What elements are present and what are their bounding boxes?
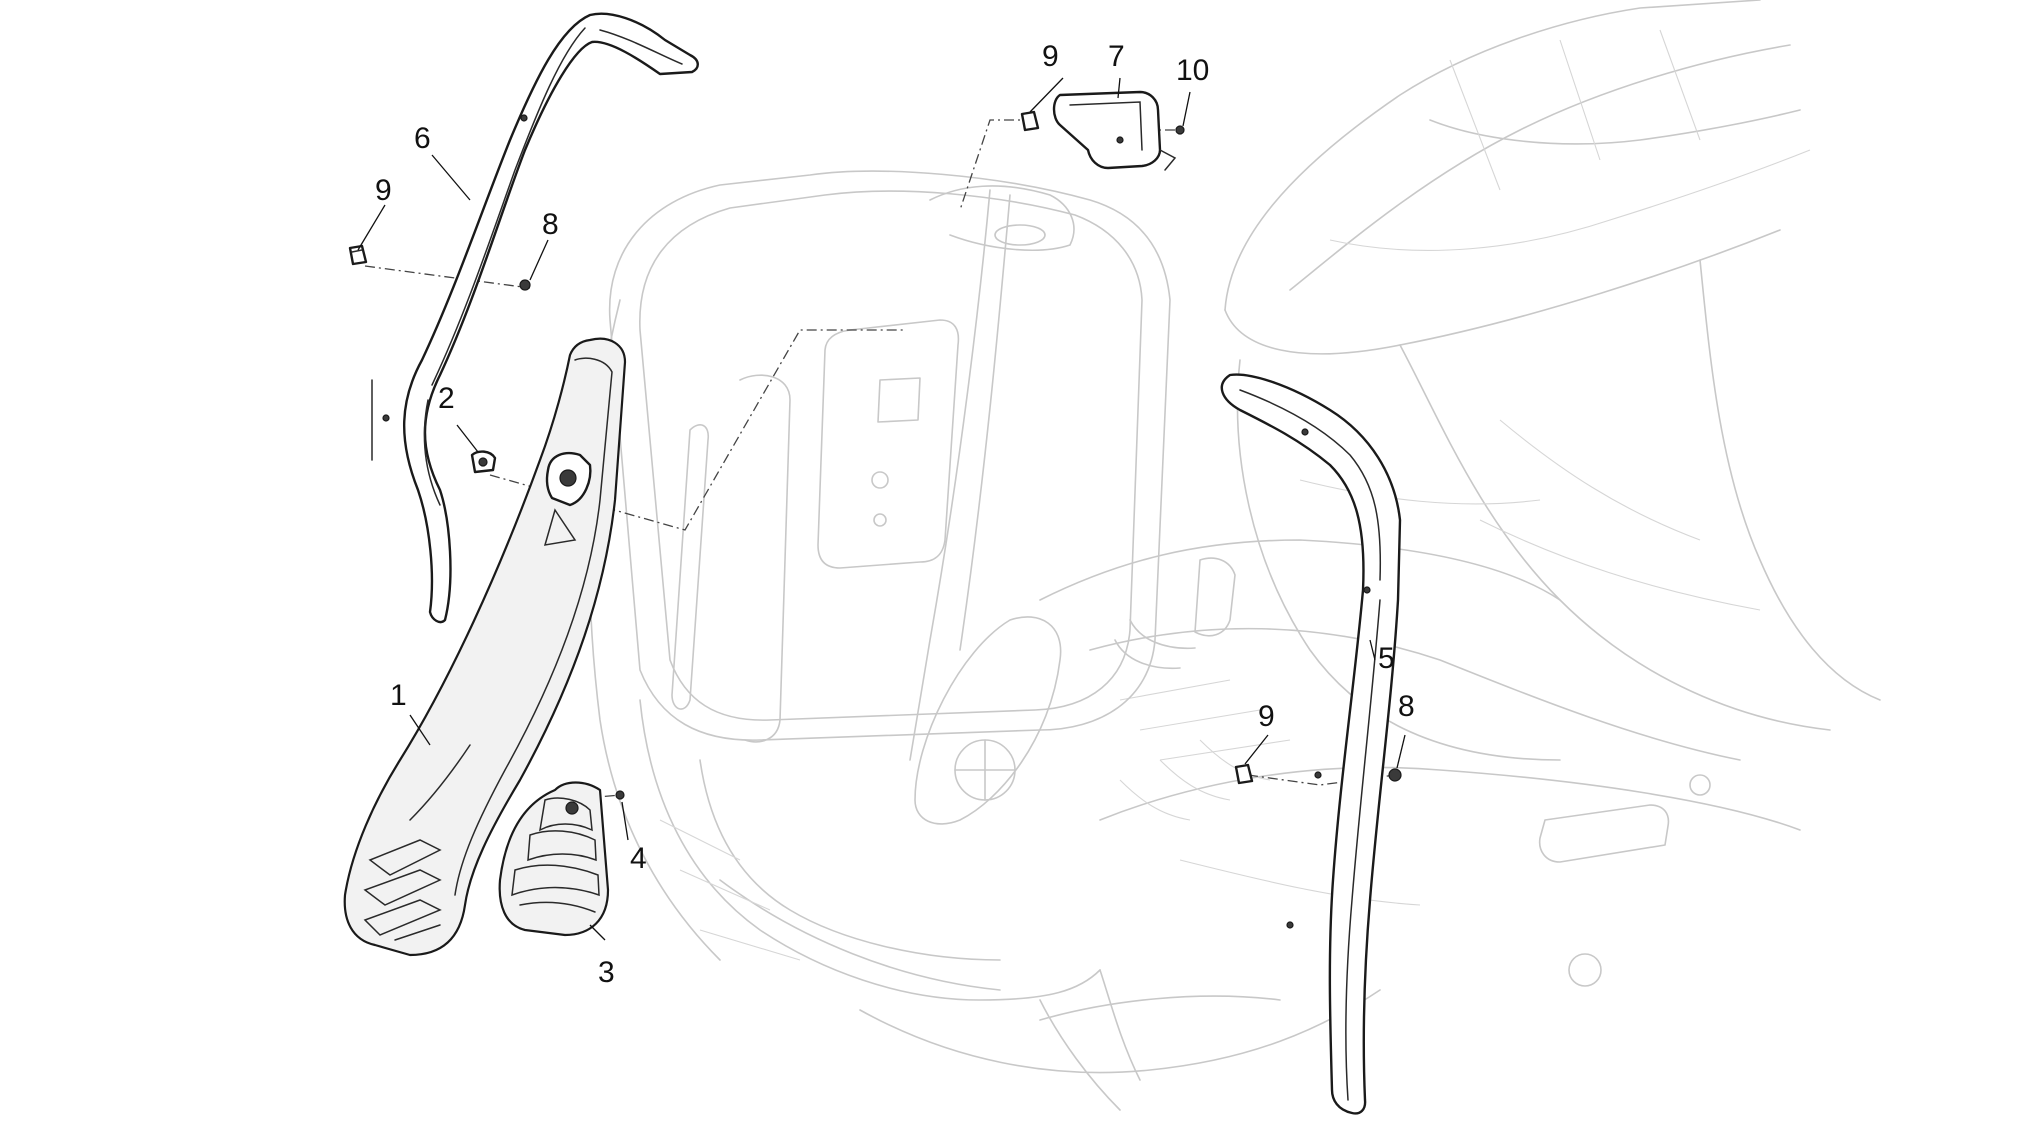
callout-10: 10 xyxy=(1176,54,1209,87)
part-6-upper-trim xyxy=(371,12,699,624)
part-5-right-trim xyxy=(1220,373,1402,1115)
callout-9-left: 9 xyxy=(375,174,392,207)
callout-leaders xyxy=(357,77,1406,941)
callout-7: 7 xyxy=(1108,40,1125,73)
callout-9-right: 9 xyxy=(1258,700,1275,733)
callout-8-right: 8 xyxy=(1398,690,1415,723)
callout-5: 5 xyxy=(1378,642,1395,675)
part-3-grille xyxy=(498,781,610,937)
callout-9-top: 9 xyxy=(1042,40,1059,73)
callout-1: 1 xyxy=(390,679,407,712)
callout-6: 6 xyxy=(414,122,431,155)
part-7-bracket xyxy=(1052,90,1177,171)
callout-2: 2 xyxy=(438,382,455,415)
callout-3: 3 xyxy=(598,956,615,989)
scooter-body-outline xyxy=(588,0,1881,1111)
callout-4: 4 xyxy=(630,842,647,875)
part-1-front-trim xyxy=(343,337,627,957)
hardware-parts xyxy=(348,110,1402,800)
callout-8-left: 8 xyxy=(542,208,559,241)
callout-labels: 9 7 10 6 9 8 2 1 4 3 5 9 8 xyxy=(375,40,1415,989)
